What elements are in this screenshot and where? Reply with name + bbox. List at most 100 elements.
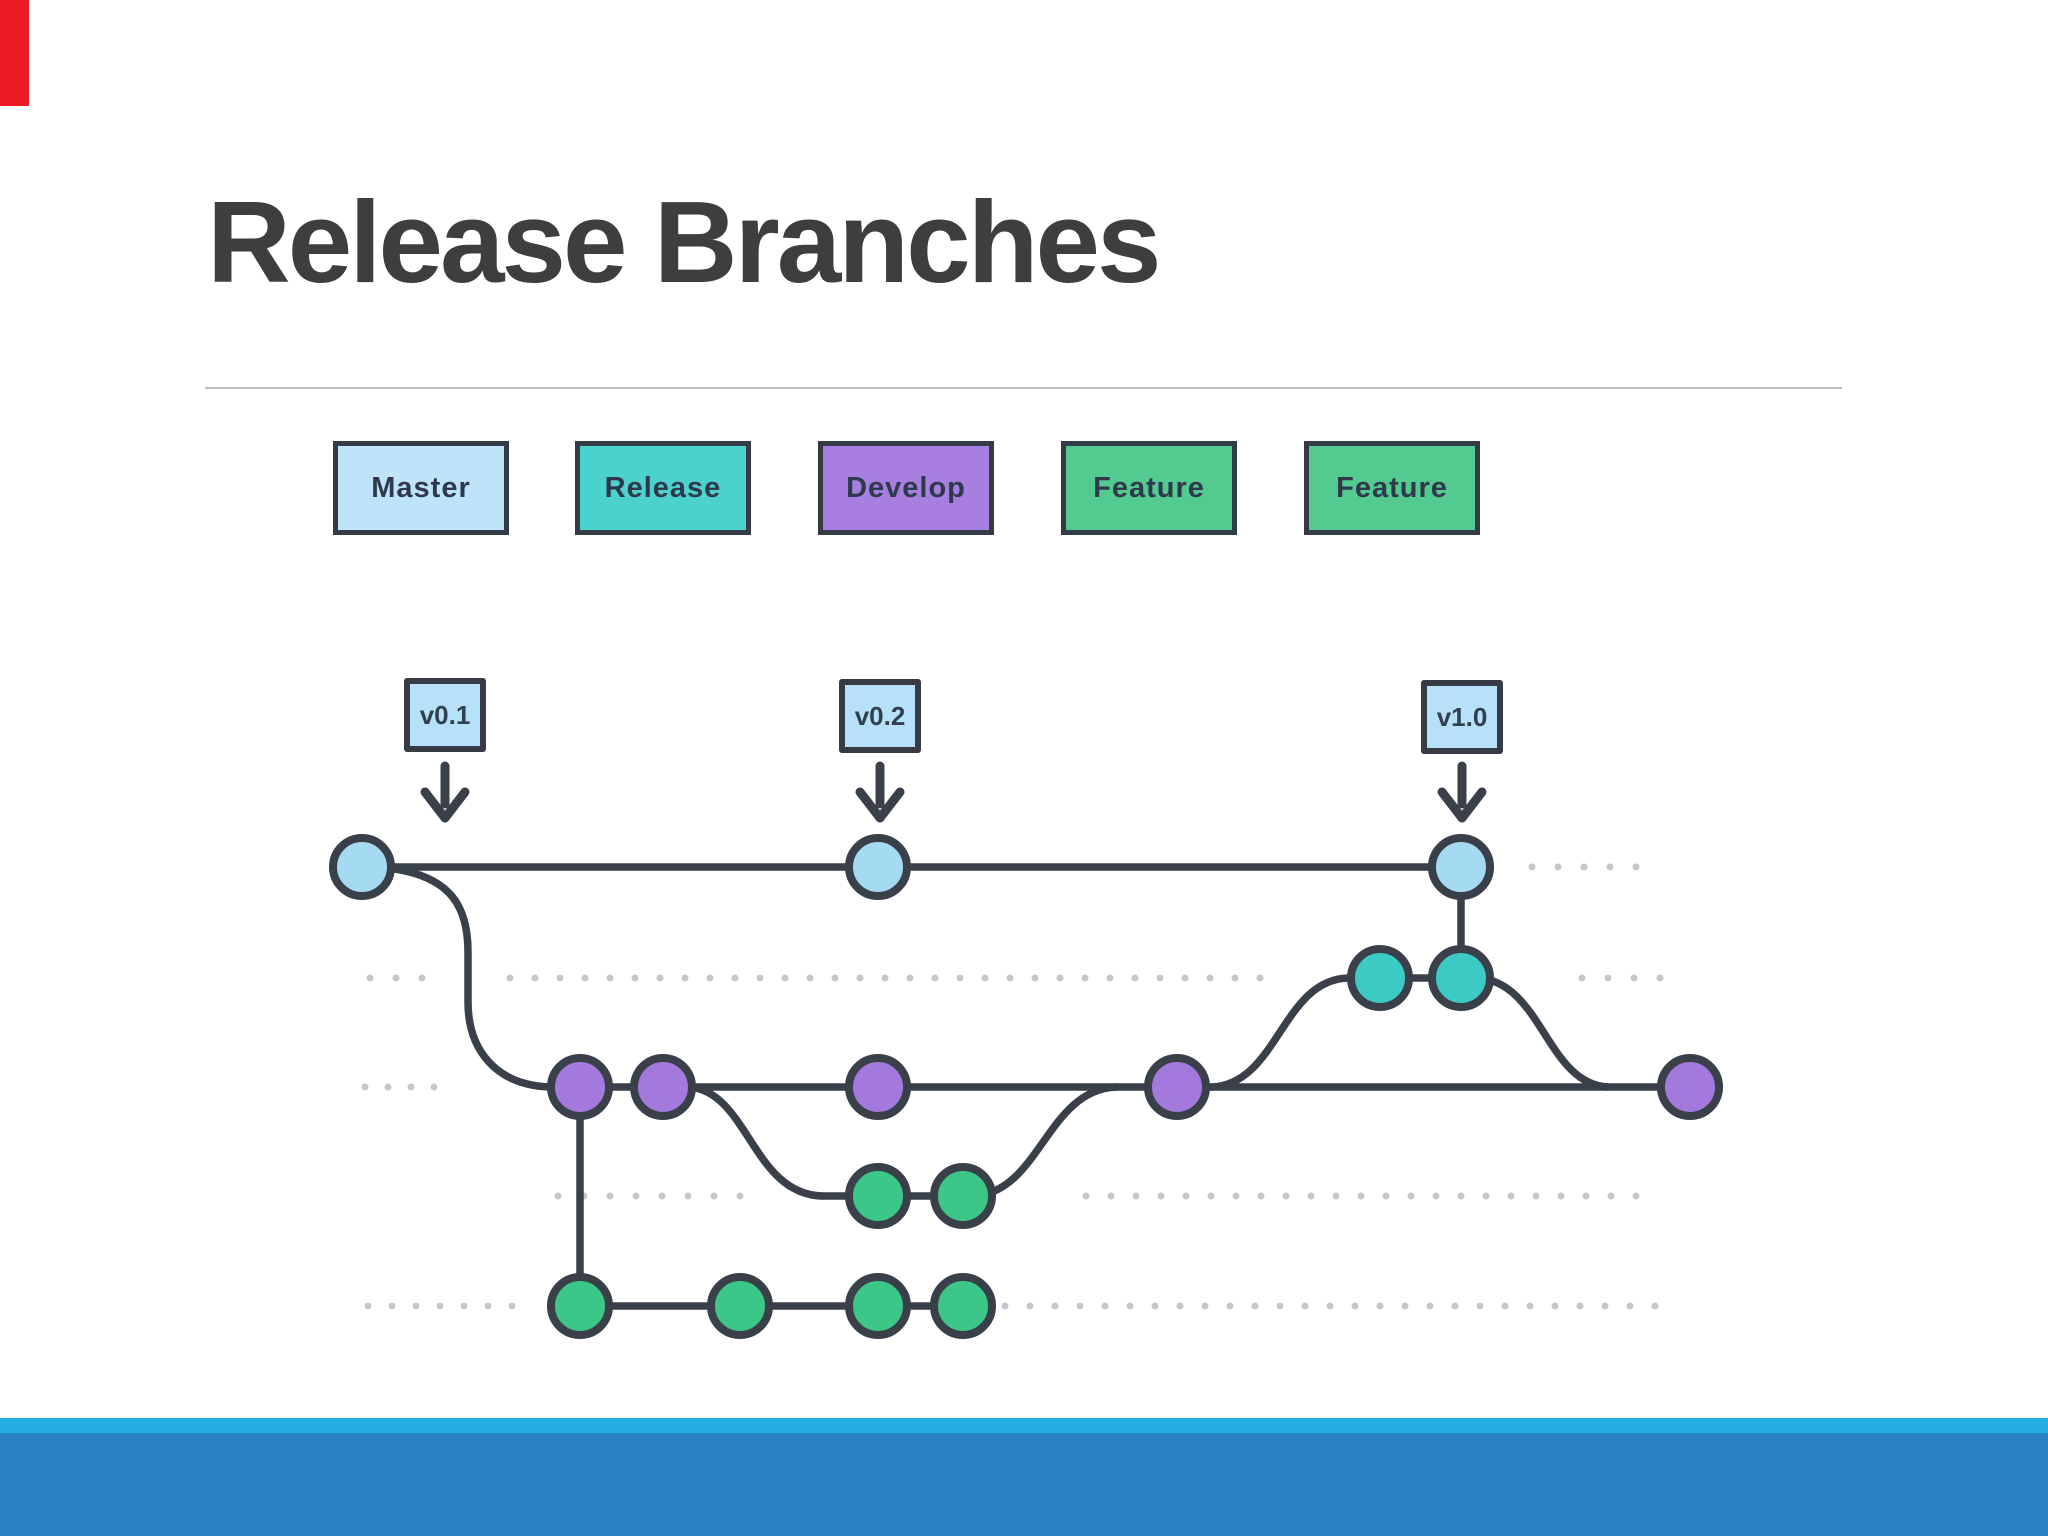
branch-dotted-dot xyxy=(658,1192,666,1200)
branch-dotted-dot xyxy=(1578,974,1586,982)
branch-dotted-dot xyxy=(781,974,789,982)
commit-circle-develop xyxy=(547,1054,613,1120)
branch-dotted-dot xyxy=(1082,1192,1090,1200)
version-tag-v0.2: v0.2 xyxy=(839,679,921,753)
version-tag-label: v1.0 xyxy=(1436,701,1488,732)
commit-circle-develop xyxy=(630,1054,696,1120)
branch-dotted-dot xyxy=(1532,1192,1540,1200)
branch-dotted-dot xyxy=(1332,1192,1340,1200)
branch-dotted-dot xyxy=(1076,1302,1084,1310)
branch-dotted-dot xyxy=(684,1192,692,1200)
footer-bar xyxy=(0,1433,2048,1536)
branch-dotted-dot xyxy=(1307,1192,1315,1200)
title-divider xyxy=(205,387,1842,389)
branch-dotted-dot xyxy=(1026,1302,1034,1310)
branch-dotted-dot xyxy=(460,1302,468,1310)
branch-dotted-dot xyxy=(412,1302,420,1310)
branch-dotted-dot xyxy=(384,1083,392,1091)
branch-dotted-dot xyxy=(681,974,689,982)
branch-dotted-dot xyxy=(1632,863,1640,871)
branch-dotted-dot xyxy=(806,974,814,982)
branch-dotted-dot xyxy=(1528,863,1536,871)
commit-circle-feature xyxy=(547,1273,613,1339)
branch-dotted-dot xyxy=(1401,1302,1409,1310)
branch-dotted-dot xyxy=(1507,1192,1515,1200)
branch-dotted-dot xyxy=(1031,974,1039,982)
branch-dotted-dot xyxy=(631,974,639,982)
branch-dotted-dot xyxy=(1176,1302,1184,1310)
branch-dotted-dot xyxy=(856,974,864,982)
branch-dotted-dot xyxy=(706,974,714,982)
branch-dotted-dot xyxy=(736,1192,744,1200)
branch-dotted-dot xyxy=(906,974,914,982)
down-arrow-head-icon xyxy=(855,787,905,823)
branch-dotted-dot xyxy=(1157,1192,1165,1200)
legend-box-develop-2: Develop xyxy=(818,441,994,535)
commit-circle-master xyxy=(329,834,395,900)
branch-dotted-dot xyxy=(484,1302,492,1310)
version-tag-v0.1: v0.1 xyxy=(404,678,486,752)
branch-dotted-dot xyxy=(1407,1192,1415,1200)
legend-label: Develop xyxy=(846,471,966,504)
branch-dotted-dot xyxy=(1132,1192,1140,1200)
commit-circle-develop xyxy=(1657,1054,1723,1120)
branch-dotted-dot xyxy=(1107,1192,1115,1200)
branch-dotted-dot xyxy=(1051,1302,1059,1310)
down-arrow-head-icon xyxy=(1437,787,1487,823)
branch-dotted-dot xyxy=(506,974,514,982)
commit-circle-feature xyxy=(930,1163,996,1229)
branch-dotted-dot xyxy=(581,974,589,982)
branch-dotted-dot xyxy=(1476,1302,1484,1310)
branch-dotted-dot xyxy=(531,974,539,982)
commit-circle-feature xyxy=(845,1163,911,1229)
branch-dotted-dot xyxy=(1181,974,1189,982)
commit-circle-release xyxy=(1347,945,1413,1011)
branch-dotted-dot xyxy=(1376,1302,1384,1310)
commit-circle-develop xyxy=(1144,1054,1210,1120)
branch-dotted-dot xyxy=(710,1192,718,1200)
branch-dotted-dot xyxy=(436,1302,444,1310)
branch-dotted-dot xyxy=(756,974,764,982)
branch-dotted-dot xyxy=(361,1083,369,1091)
branch-dotted-dot xyxy=(1606,863,1614,871)
branch-dotted-dot xyxy=(1001,1302,1009,1310)
branch-dotted-dot xyxy=(1201,1302,1209,1310)
branch-dotted-dot xyxy=(656,974,664,982)
branch-dotted-dot xyxy=(1551,1302,1559,1310)
down-arrow-head-icon xyxy=(420,787,470,823)
legend-label: Release xyxy=(604,471,722,504)
branch-dotted-dot xyxy=(881,974,889,982)
branch-dotted-dot xyxy=(1282,1192,1290,1200)
branch-dotted-dot xyxy=(554,1192,562,1200)
commit-circle-master xyxy=(1428,834,1494,900)
branch-dotted-dot xyxy=(632,1192,640,1200)
branch-dotted-dot xyxy=(1526,1302,1534,1310)
branch-dotted-dot xyxy=(1626,1302,1634,1310)
commit-circle-develop xyxy=(845,1054,911,1120)
branch-dotted-dot xyxy=(1576,1302,1584,1310)
branch-dotted-dot xyxy=(1232,1192,1240,1200)
branch-dotted-dot xyxy=(1382,1192,1390,1200)
branch-dotted-dot xyxy=(606,1192,614,1200)
branch-dotted-dot xyxy=(1501,1302,1509,1310)
branch-dotted-dot xyxy=(1251,1302,1259,1310)
commit-circle-feature xyxy=(707,1273,773,1339)
branch-dotted-dot xyxy=(1604,974,1612,982)
branch-dotted-dot xyxy=(1206,974,1214,982)
branch-curve xyxy=(684,1083,826,1200)
branch-dotted-dot xyxy=(1426,1302,1434,1310)
branch-dotted-dot xyxy=(1131,974,1139,982)
branch-dotted-dot xyxy=(831,974,839,982)
branch-dotted-dot xyxy=(956,974,964,982)
branch-dotted-dot xyxy=(1326,1302,1334,1310)
branch-curve xyxy=(1208,974,1352,1091)
branch-dotted-dot xyxy=(1276,1302,1284,1310)
branch-curve xyxy=(1472,974,1612,1091)
branch-dotted-dot xyxy=(1006,974,1014,982)
branch-dotted-dot xyxy=(1557,1192,1565,1200)
branch-dotted-dot xyxy=(1656,974,1664,982)
branch-dotted-dot xyxy=(731,974,739,982)
legend-label: Feature xyxy=(1093,471,1205,504)
branch-dotted-dot xyxy=(1151,1302,1159,1310)
